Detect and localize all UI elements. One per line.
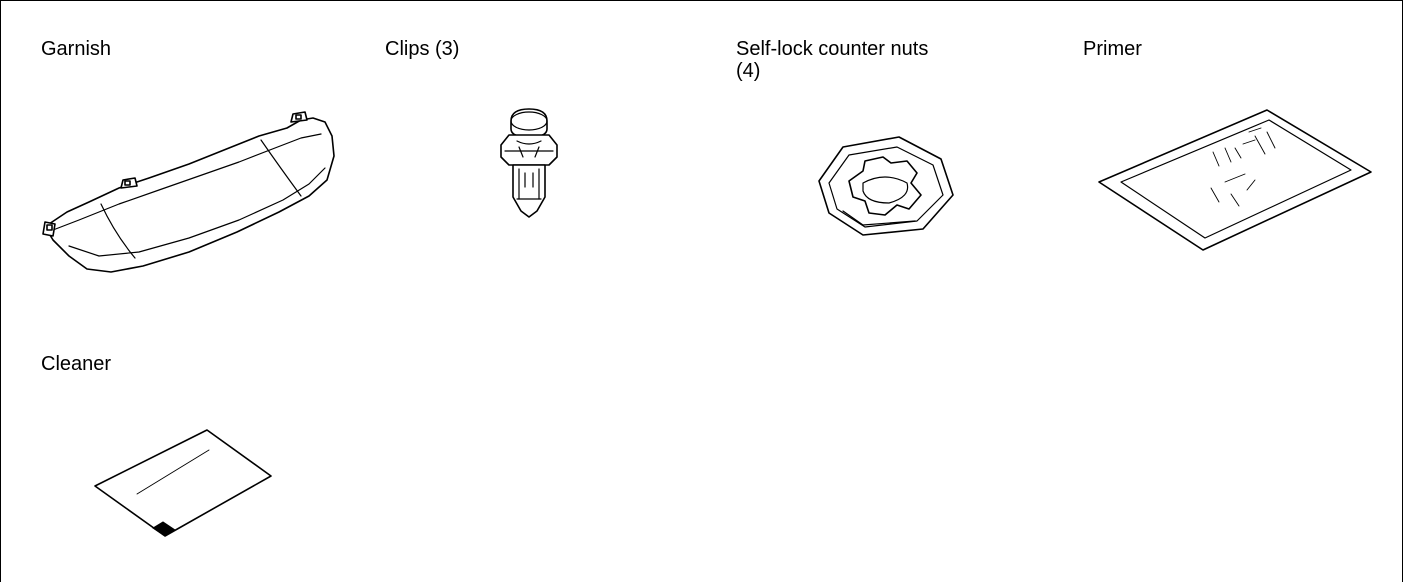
self-lock-nut-drawing (813, 131, 958, 241)
clip-drawing (495, 107, 565, 227)
cleaner-pad-drawing (91, 426, 276, 541)
part-label-garnish: Garnish (41, 38, 112, 60)
part-label-cleaner: Cleaner (41, 353, 112, 375)
part-label-clips: Clips (3) (385, 38, 460, 60)
part-label-primer: Primer (1083, 38, 1142, 60)
primer-pad-drawing (1095, 106, 1375, 256)
part-label-self-lock-counter-nuts: Self-lock counter nuts (4) (736, 38, 929, 82)
garnish-drawing (39, 106, 339, 276)
